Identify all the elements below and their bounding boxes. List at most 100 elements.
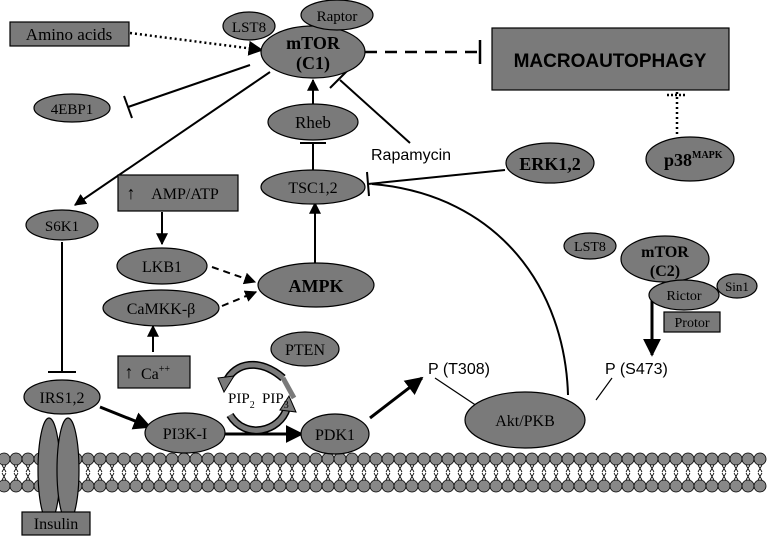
lipid-tail: [757, 464, 763, 473]
lipid-head: [501, 452, 515, 466]
node-erk: ERK1,2: [505, 142, 595, 184]
lipid-head: [357, 479, 371, 493]
lipid-head: [525, 479, 539, 493]
node-sin1: Sin1: [716, 273, 758, 299]
lipid-tail: [241, 472, 247, 481]
lipid-head: [297, 452, 311, 466]
lipid-tail: [301, 464, 307, 473]
lipid-tail: [265, 472, 271, 481]
node-lst8-c1: LST8: [222, 11, 276, 41]
lipid-tail: [709, 472, 715, 481]
node-camkk: CaMKK-β: [102, 289, 220, 327]
lipid-head: [369, 479, 383, 493]
node-rheb: Rheb: [267, 103, 359, 141]
lipid-head: [729, 452, 743, 466]
lipid-tail: [253, 472, 259, 481]
lipid-tail: [157, 472, 163, 481]
lipid-head: [201, 479, 215, 493]
lipid-head: [693, 452, 707, 466]
lipid-head: [141, 479, 155, 493]
lipid-head: [153, 479, 167, 493]
lipid-head: [357, 452, 371, 466]
lipid-tail: [709, 464, 715, 473]
lipid-head: [597, 452, 611, 466]
lipid-tail: [241, 464, 247, 473]
lipid-head: [249, 452, 263, 466]
lipid-tail: [385, 464, 391, 473]
lipid-head: [285, 452, 299, 466]
lipid-head: [621, 479, 635, 493]
lipid-head: [201, 452, 215, 466]
node-pi3k: PI3K-I: [144, 412, 226, 454]
amp-atp-label: AMP/ATP: [151, 186, 219, 203]
node-pten: PTEN: [270, 331, 340, 367]
lipid-head: [741, 479, 755, 493]
lipid-tail: [109, 464, 115, 473]
lipid-tail: [1, 464, 7, 473]
lipid-head: [345, 452, 359, 466]
amp-atp-up-arrow: ↑: [127, 183, 136, 203]
lipid-tail: [121, 464, 127, 473]
lipid-head: [645, 452, 659, 466]
lipid-head: [81, 479, 95, 493]
lipid-head: [117, 452, 131, 466]
lipid-head: [465, 452, 479, 466]
lipid-tail: [673, 464, 679, 473]
lipid-head: [309, 479, 323, 493]
lipid-tail: [361, 472, 367, 481]
node-raptor: Raptor: [300, 0, 374, 31]
lipid-tail: [601, 464, 607, 473]
lipid-head: [537, 479, 551, 493]
lipid-tail: [25, 464, 31, 473]
mtor-c2-line2: (C2): [650, 263, 680, 280]
lipid-tail: [577, 464, 583, 473]
node-akt: Akt/PKB: [464, 391, 586, 449]
edge-amino-to-mtor: [129, 31, 264, 56]
lipid-tail: [97, 472, 103, 481]
lipid-tail: [337, 464, 343, 473]
lipid-tail: [493, 472, 499, 481]
lipid-tail: [385, 472, 391, 481]
lipid-tail: [733, 472, 739, 481]
lipid-head: [141, 452, 155, 466]
lipid-tail: [733, 464, 739, 473]
lipid-tail: [445, 472, 451, 481]
lipid-head: [273, 452, 287, 466]
lipid-tail: [721, 472, 727, 481]
lipid-head: [21, 452, 35, 466]
pten-label: PTEN: [285, 342, 325, 359]
lipid-head: [237, 479, 251, 493]
lipid-tail: [661, 472, 667, 481]
lipid-tail: [205, 464, 211, 473]
lipid-head: [381, 479, 395, 493]
lipid-tail: [625, 472, 631, 481]
lipid-head: [93, 479, 107, 493]
lipid-head: [597, 479, 611, 493]
lipid-tail: [685, 464, 691, 473]
lipid-head: [561, 479, 575, 493]
lipid-head: [405, 452, 419, 466]
edges: [48, 31, 687, 443]
lipid-tail: [697, 464, 703, 473]
erk-label: ERK1,2: [519, 154, 581, 174]
lipid-head: [633, 452, 647, 466]
lipid-head: [129, 479, 143, 493]
akt-label: Akt/PKB: [495, 413, 555, 430]
p-t308-label: P (T308): [428, 361, 490, 378]
lipid-tail: [205, 472, 211, 481]
lipid-head: [345, 479, 359, 493]
lipid-tail: [313, 464, 319, 473]
lipid-tail: [397, 472, 403, 481]
lipid-head: [513, 479, 527, 493]
lipid-tail: [445, 464, 451, 473]
lipid-head: [393, 452, 407, 466]
node-macroautophagy: MACROAUTOPHAGY: [491, 27, 730, 91]
node-amino-acids: Amino acids: [9, 21, 130, 47]
lipid-head: [165, 452, 179, 466]
insulin-label: Insulin: [34, 516, 78, 533]
lipid-tail: [637, 464, 643, 473]
lipid-tail: [13, 464, 19, 473]
lipid-tail: [517, 472, 523, 481]
rapamycin-label: Rapamycin: [371, 147, 451, 164]
lipid-head: [249, 479, 263, 493]
